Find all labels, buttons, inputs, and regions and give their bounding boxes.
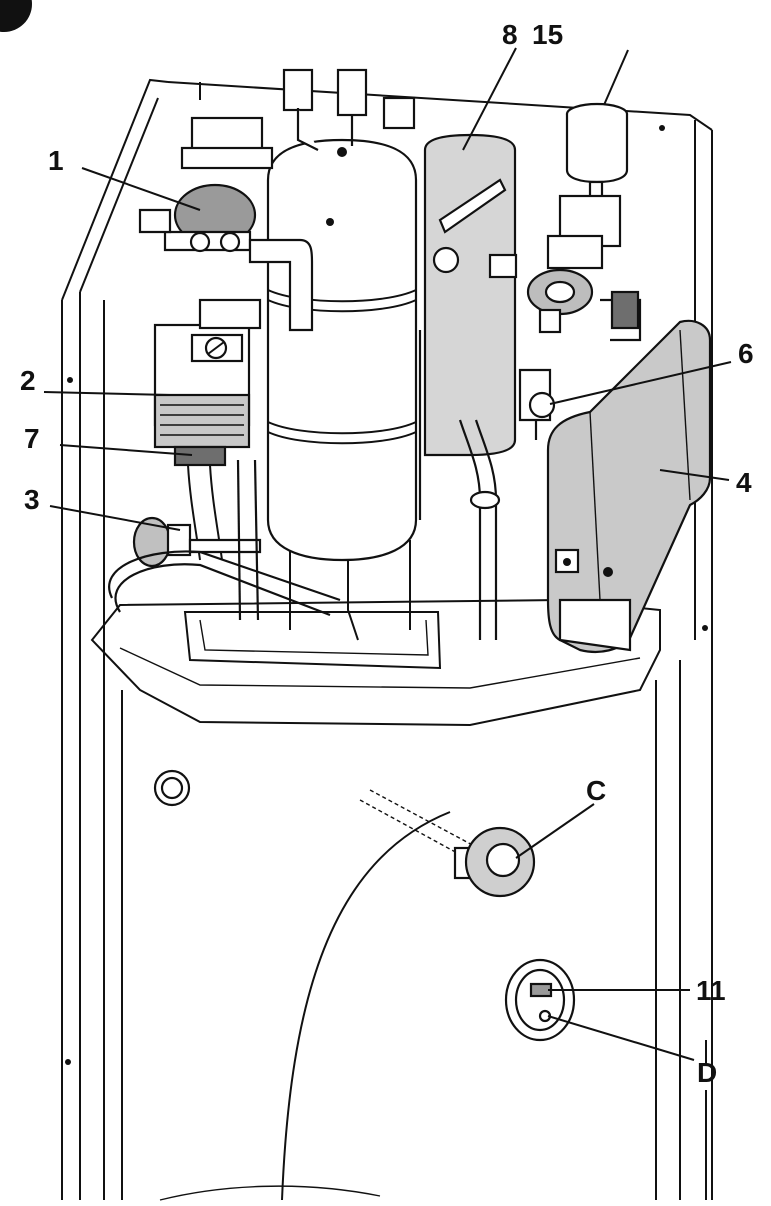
- callout-6: 6: [738, 338, 754, 369]
- callout-c: C: [586, 775, 606, 806]
- callout-15: 15: [532, 19, 563, 50]
- step-badge: [0, 0, 32, 32]
- callout-labels: 1 2 7 3 8 15 6 4 C 11 D: [20, 19, 754, 1088]
- component-8-expansion-vessel: [423, 133, 518, 457]
- component-3-fitting: [108, 459, 341, 621]
- storage-tank: [90, 598, 661, 1201]
- component-1-heat-exchanger: [138, 183, 314, 332]
- valve-block: [526, 194, 642, 342]
- callout-8: 8: [502, 19, 518, 50]
- leader-lines: [43, 47, 732, 1061]
- component-2-pump: [153, 298, 262, 449]
- cabinet-frame: [61, 78, 713, 1200]
- callout-1: 1: [48, 145, 64, 176]
- component-6-valve: [518, 368, 556, 440]
- component-c-heater-port: [359, 789, 536, 898]
- callout-3: 3: [24, 484, 40, 515]
- component-4-control-box: [546, 319, 712, 654]
- callout-4: 4: [736, 467, 752, 498]
- center-right-pipes: [418, 330, 501, 640]
- component-15-solenoid: [565, 102, 629, 200]
- top-pipe-fittings: [180, 68, 416, 170]
- component-11-d-sensor-port: [504, 958, 707, 1200]
- callout-11: 11: [696, 975, 726, 1006]
- callout-7: 7: [24, 423, 40, 454]
- callout-2: 2: [20, 365, 36, 396]
- callout-d: D: [697, 1057, 717, 1088]
